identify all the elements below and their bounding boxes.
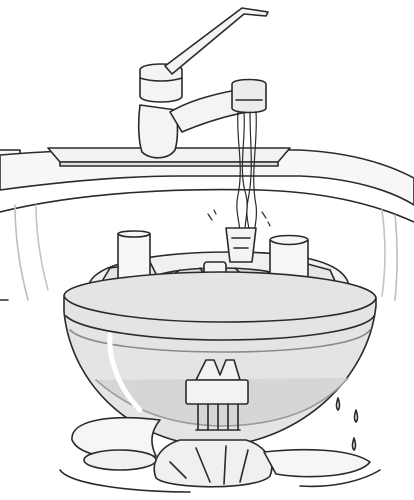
water-stream (208, 112, 270, 244)
water-droplets (337, 398, 358, 450)
faucet-handle (165, 8, 268, 74)
faucet-body (139, 64, 266, 158)
bowl-foot (154, 440, 271, 487)
